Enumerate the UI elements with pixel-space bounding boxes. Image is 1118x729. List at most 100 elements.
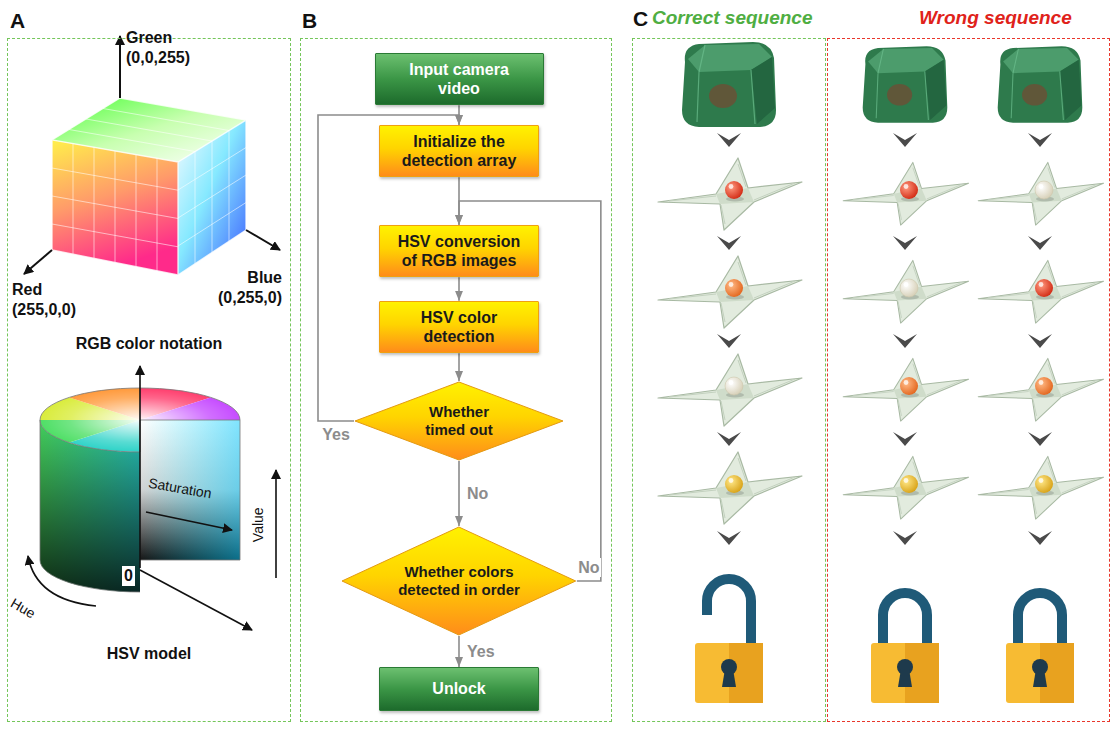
red-ball (725, 181, 744, 202)
yellow-ball (900, 475, 919, 496)
hsv-cylinder (140, 420, 240, 560)
orange-ball (900, 377, 919, 398)
step-arrow (1028, 133, 1052, 147)
actuator (978, 260, 1103, 323)
sequence-frame: Correct sequence (632, 38, 826, 722)
box-text: HSV conversion of RGB images (392, 232, 527, 270)
edge-label: Yes (466, 642, 496, 661)
sequence-frame: Wrong sequence (827, 38, 1110, 722)
edge-label: No (466, 484, 489, 503)
panel-letter: C (633, 6, 648, 32)
hsv-axes (28, 366, 276, 630)
axis-label: Value (250, 502, 268, 548)
step-arrow (717, 531, 741, 545)
process-box: HSV color detection (379, 301, 539, 353)
diamond-shape (355, 382, 563, 460)
panel-letter: A (10, 8, 25, 33)
axis-arrows (24, 36, 280, 274)
step-arrow (717, 133, 741, 147)
box-text: Input camera video (394, 60, 524, 98)
start-box: Input camera video (375, 53, 544, 105)
axis-arrows (24, 250, 52, 274)
white-ball (1035, 181, 1054, 202)
robot-cube (998, 46, 1083, 123)
step-arrow (893, 531, 917, 545)
edge-label: No (577, 558, 600, 577)
axis-label: Blue (0,255,0) (188, 268, 282, 308)
actuator (843, 358, 968, 421)
diamond-shape (342, 527, 576, 635)
orange-ball (1035, 377, 1054, 398)
robot-cube (682, 42, 776, 127)
actuator (658, 256, 802, 328)
actuator (843, 162, 968, 225)
white-ball (900, 279, 919, 300)
hsv-axes (139, 366, 141, 568)
panel-frame: A (7, 38, 291, 722)
end-box: Unlock (379, 667, 539, 711)
closed-lock (1006, 593, 1074, 703)
flow-arrow (458, 277, 460, 301)
edge-label: Yes (321, 425, 351, 444)
hsv-axes (146, 512, 232, 530)
step-arrow (893, 133, 917, 147)
box-text: Unlock (432, 679, 485, 698)
figure-caption: RGB color notation (19, 334, 279, 354)
rgb-cube (52, 98, 246, 275)
closed-lock (871, 593, 939, 703)
hsv-axes (28, 556, 96, 606)
red-ball (900, 181, 919, 202)
step-arrow (893, 236, 917, 250)
wrong-sequence-pictures (978, 46, 1103, 703)
panel-letter: B (302, 8, 317, 33)
actuator (843, 260, 968, 323)
decision-text: Whether timed out (412, 403, 507, 439)
step-arrow (1028, 236, 1052, 250)
hsv-axes (275, 470, 277, 578)
step-arrow (893, 334, 917, 348)
axis-label: Hue (7, 595, 38, 623)
sequence-heading: Correct sequence (652, 7, 813, 30)
axis-label: Red (255,0,0) (12, 280, 102, 320)
correct-sequence-pictures (658, 42, 802, 703)
box-text: Initialize the detection array (392, 132, 527, 170)
box-text: HSV color detection (392, 308, 527, 346)
step-arrow (717, 236, 741, 250)
hsv-cylinder (140, 420, 240, 560)
red-ball (1035, 279, 1054, 300)
actuator (658, 158, 802, 230)
panel-frame: BInput camera videoInitialize the detect… (300, 38, 612, 722)
step-arrow (1028, 531, 1052, 545)
process-box: Initialize the detection array (379, 125, 539, 177)
actuator (843, 456, 968, 519)
step-arrow (717, 432, 741, 446)
hsv-axes (140, 570, 252, 630)
actuator (978, 358, 1103, 421)
flow-arrow (458, 353, 460, 381)
step-arrow (893, 432, 917, 446)
flow-arrow (458, 636, 460, 667)
yellow-ball (1035, 475, 1054, 496)
actuator (658, 354, 802, 426)
rgb-cube (52, 98, 246, 275)
rgb-cube (52, 109, 246, 271)
wrong-sequence-pictures (843, 46, 968, 703)
decision-diamond: Whether colors detected in order (341, 526, 577, 636)
orange-ball (725, 279, 744, 300)
yellow-ball (725, 475, 744, 496)
white-ball (725, 377, 744, 398)
figure-caption: HSV model (19, 644, 279, 664)
decision-diamond: Whether timed out (354, 381, 564, 461)
step-arrow (1028, 432, 1052, 446)
flow-arrow (458, 461, 460, 526)
open-lock (695, 579, 763, 703)
sequence-heading: Wrong sequence (919, 7, 1072, 30)
robot-cube (863, 46, 948, 123)
actuator (978, 456, 1103, 519)
actuator (978, 162, 1103, 225)
axis-arrows (119, 36, 121, 98)
step-arrow (717, 334, 741, 348)
